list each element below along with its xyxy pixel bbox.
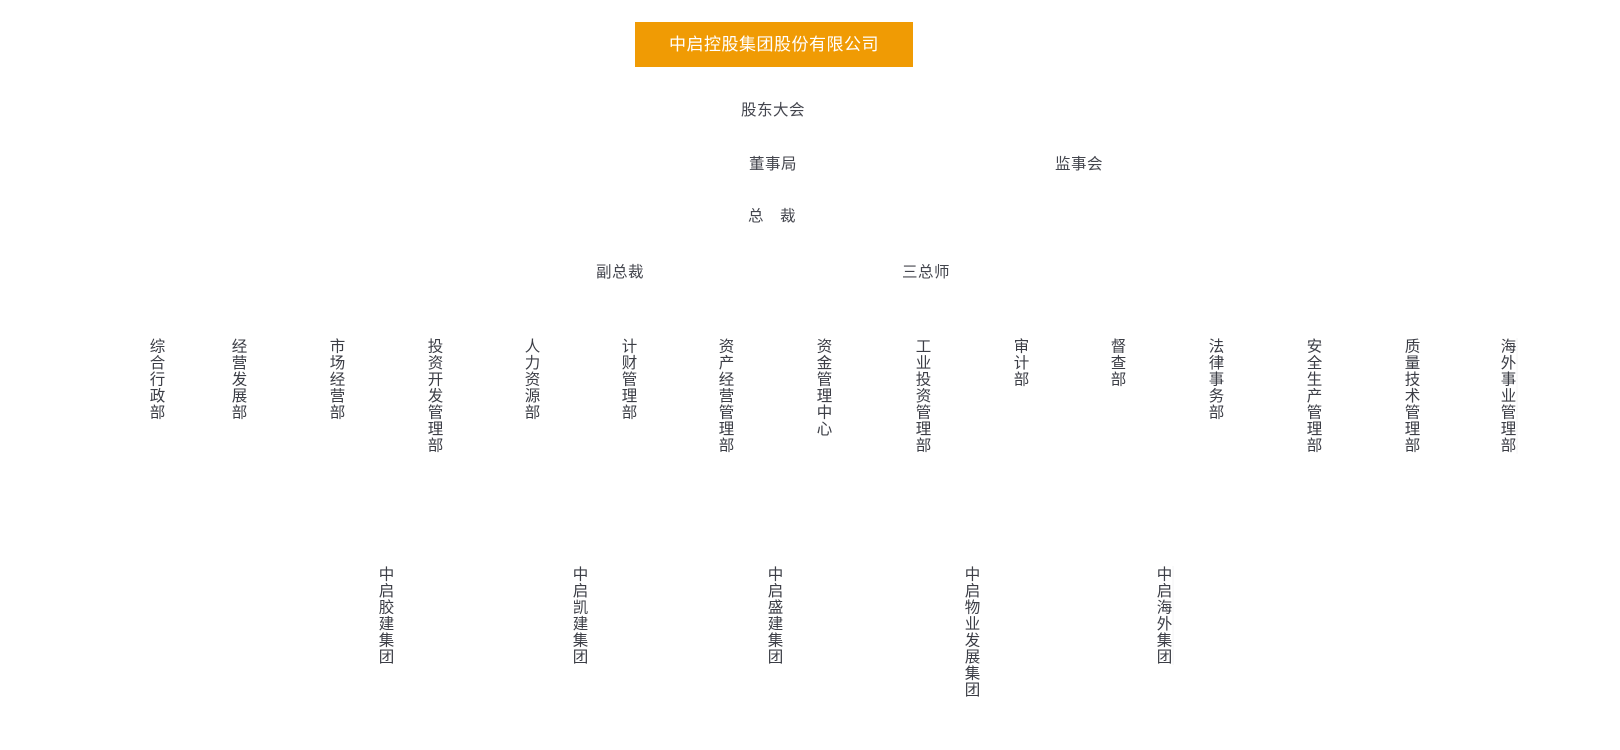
company-banner[interactable]: 中启控股集团股份有限公司 <box>635 22 913 67</box>
node-vice-president[interactable]: 副总裁 <box>595 264 645 281</box>
node-department-13[interactable]: 安全生产管理部 <box>1304 338 1322 454</box>
node-department-3[interactable]: 市场经营部 <box>327 338 345 421</box>
node-subsidiary-5[interactable]: 中启海外集团 <box>1154 566 1174 665</box>
node-department-9[interactable]: 工业投资管理部 <box>913 338 931 454</box>
node-shareholders-meeting[interactable]: 股东大会 <box>740 102 806 119</box>
node-president[interactable]: 总 裁 <box>747 208 797 225</box>
node-subsidiary-3[interactable]: 中启盛建集团 <box>765 566 783 665</box>
node-board-of-supervisors[interactable]: 监事会 <box>1054 156 1104 173</box>
node-three-chief-engineers[interactable]: 三总师 <box>901 264 951 281</box>
node-department-10[interactable]: 审计部 <box>1011 338 1029 388</box>
node-department-11[interactable]: 督查部 <box>1108 338 1126 388</box>
node-department-2[interactable]: 经营发展部 <box>229 338 247 421</box>
node-department-5[interactable]: 人力资源部 <box>522 338 540 421</box>
node-subsidiary-4[interactable]: 中启物业发展集团 <box>962 566 980 698</box>
company-name-label: 中启控股集团股份有限公司 <box>669 35 879 54</box>
node-subsidiary-1[interactable]: 中启胶建集团 <box>376 566 394 665</box>
node-department-4[interactable]: 投资开发管理部 <box>425 338 443 454</box>
node-subsidiary-2[interactable]: 中启凯建集团 <box>570 566 588 665</box>
node-department-1[interactable]: 综合行政部 <box>147 338 165 421</box>
node-department-6[interactable]: 计财管理部 <box>619 338 637 421</box>
node-board-of-directors[interactable]: 董事局 <box>748 156 798 173</box>
node-department-15[interactable]: 海外事业管理部 <box>1498 338 1518 454</box>
node-department-7[interactable]: 资产经营管理部 <box>716 338 734 454</box>
node-department-14[interactable]: 质量技术管理部 <box>1402 338 1420 454</box>
node-department-12[interactable]: 法律事务部 <box>1206 338 1224 421</box>
node-department-8[interactable]: 资金管理中心 <box>814 338 832 437</box>
